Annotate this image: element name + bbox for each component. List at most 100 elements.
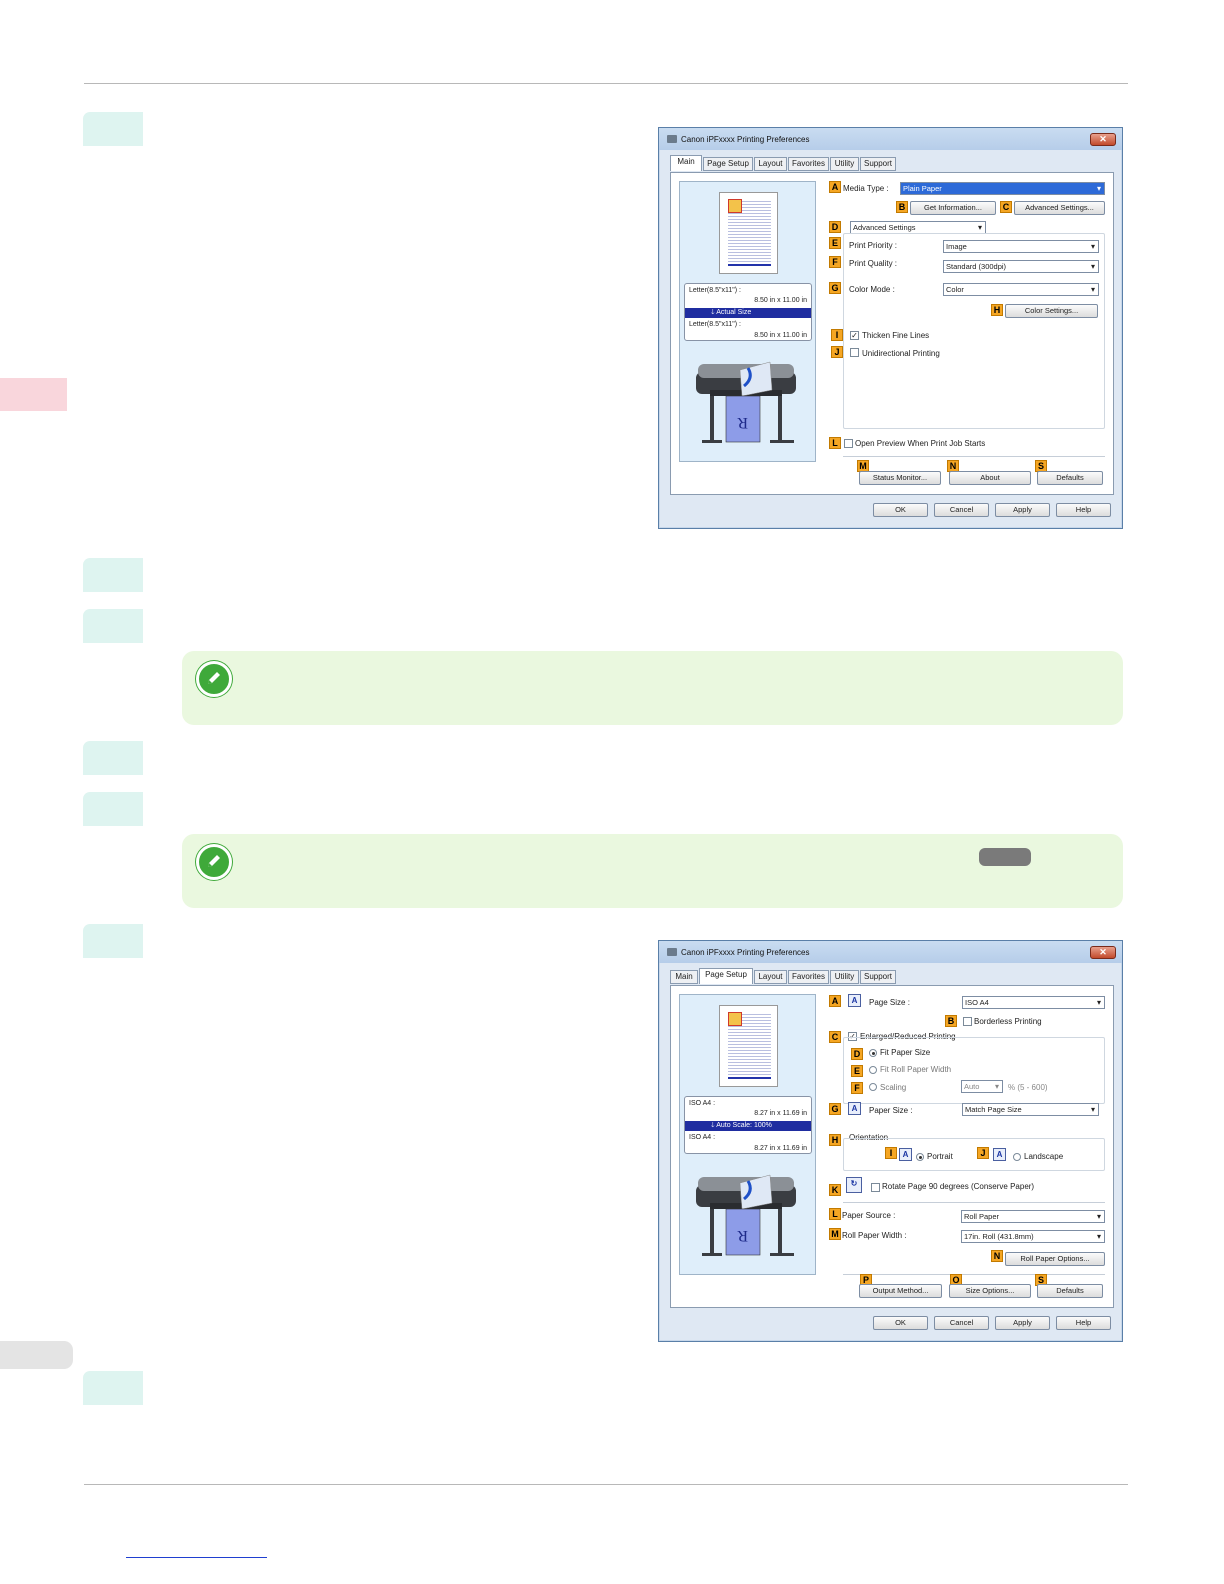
close-button[interactable]: ✕	[1090, 133, 1116, 146]
open-preview-checkbox[interactable]	[844, 439, 853, 448]
defaults-button[interactable]: Defaults	[1037, 471, 1103, 485]
printer-icon	[667, 135, 677, 143]
footer-link[interactable]	[126, 1557, 267, 1558]
page-side-tab[interactable]	[0, 1341, 73, 1369]
dialog-title: Canon iPFxxxx Printing Preferences	[681, 948, 810, 957]
callout-a: A	[829, 995, 841, 1007]
roll-paper-options-button[interactable]: Roll Paper Options...	[1005, 1252, 1105, 1266]
page-size-select[interactable]: ISO A4	[962, 996, 1105, 1009]
advanced-settings-button[interactable]: Advanced Settings...	[1014, 201, 1105, 215]
apply-button[interactable]: Apply	[995, 1316, 1050, 1330]
enlarged-reduced-checkbox[interactable]: ✓	[848, 1032, 857, 1041]
settings-preview: ISO A4 : 8.27 in x 11.69 in 🡓 Auto Scale…	[679, 994, 816, 1275]
fit-paper-size-radio[interactable]	[869, 1049, 877, 1057]
color-settings-button[interactable]: Color Settings...	[1005, 304, 1098, 318]
portrait-radio[interactable]	[916, 1153, 924, 1161]
callout-c: C	[1000, 201, 1012, 213]
size-options-button[interactable]: Size Options...	[949, 1284, 1031, 1298]
tab-utility[interactable]: Utility	[830, 157, 859, 171]
note-box	[182, 651, 1123, 725]
fit-paper-size-label: Fit Paper Size	[880, 1048, 931, 1057]
image-thumbnail-icon	[728, 199, 742, 213]
tab-main[interactable]: Main	[670, 155, 702, 171]
output-size-name: ISO A4 :	[689, 1134, 716, 1141]
scaling-stepper[interactable]: Auto	[961, 1080, 1003, 1093]
media-type-select[interactable]: Plain Paper	[900, 182, 1105, 195]
roll-paper-width-select[interactable]: 17in. Roll (431.8mm)	[961, 1230, 1105, 1243]
tab-utility[interactable]: Utility	[830, 970, 859, 984]
reference-link-pill[interactable]	[979, 848, 1031, 866]
print-priority-select[interactable]: Image	[943, 240, 1099, 253]
fit-roll-paper-width-label: Fit Roll Paper Width	[880, 1065, 952, 1074]
print-quality-select[interactable]: Standard (300dpi)	[943, 260, 1099, 273]
callout-d: D	[851, 1048, 863, 1060]
borderless-printing-checkbox[interactable]	[963, 1017, 972, 1026]
callout-g: G	[829, 282, 841, 294]
help-button[interactable]: Help	[1056, 503, 1111, 517]
printer-illustration: R	[696, 1174, 796, 1256]
scale-label: Auto Scale: 100%	[716, 1122, 772, 1129]
status-monitor-button[interactable]: Status Monitor...	[859, 471, 941, 485]
tab-support[interactable]: Support	[860, 157, 896, 171]
pencil-icon	[196, 661, 232, 697]
paper-size-label: Paper Size :	[869, 1106, 913, 1115]
help-button[interactable]: Help	[1056, 1316, 1111, 1330]
ok-button[interactable]: OK	[873, 503, 928, 517]
title-bar: Canon iPFxxxx Printing Preferences ✕	[659, 941, 1122, 963]
tab-page-setup[interactable]: Page Setup	[699, 968, 753, 984]
callout-g: G	[829, 1103, 841, 1115]
callout-d: D	[829, 221, 841, 233]
paper-size-select[interactable]: Match Page Size	[962, 1103, 1099, 1116]
scale-label: Actual Size	[716, 309, 752, 316]
tab-favorites[interactable]: Favorites	[788, 970, 829, 984]
about-button[interactable]: About	[949, 471, 1031, 485]
scaling-label: Scaling	[880, 1083, 907, 1092]
paper-source-select[interactable]: Roll Paper	[961, 1210, 1105, 1223]
page-size-icon: A	[848, 994, 861, 1007]
cancel-button[interactable]: Cancel	[934, 1316, 989, 1330]
close-button[interactable]: ✕	[1090, 946, 1116, 959]
tab-favorites[interactable]: Favorites	[788, 157, 829, 171]
callout-e: E	[829, 237, 841, 249]
cancel-button[interactable]: Cancel	[934, 503, 989, 517]
defaults-button[interactable]: Defaults	[1037, 1284, 1103, 1298]
landscape-radio[interactable]	[1013, 1153, 1021, 1161]
portrait-icon: A	[899, 1148, 912, 1161]
color-mode-select[interactable]: Color	[943, 283, 1099, 296]
settings-preview: Letter(8.5"x11") : 8.50 in x 11.00 in 🡓 …	[679, 181, 816, 462]
svg-text:R: R	[737, 1227, 748, 1244]
fit-roll-paper-width-radio[interactable]	[869, 1066, 877, 1074]
down-arrow-icon: 🡓	[711, 309, 717, 316]
output-size-dims: 8.27 in x 11.69 in	[754, 1145, 807, 1152]
orientation-label: Orientation	[849, 1133, 889, 1142]
original-size-dims: 8.50 in x 11.00 in	[754, 297, 807, 304]
tab-main[interactable]: Main	[670, 970, 698, 984]
print-quality-label: Print Quality :	[849, 259, 898, 268]
size-summary: ISO A4 : 8.27 in x 11.69 in 🡓 Auto Scale…	[684, 1096, 812, 1154]
output-size-name: Letter(8.5"x11") :	[689, 321, 741, 328]
callout-l: L	[829, 437, 841, 449]
printer-icon	[667, 948, 677, 956]
scaling-radio[interactable]	[869, 1083, 877, 1091]
tab-layout[interactable]: Layout	[754, 157, 787, 171]
callout-h: H	[991, 304, 1003, 316]
landscape-label: Landscape	[1024, 1152, 1064, 1161]
ok-button[interactable]: OK	[873, 1316, 928, 1330]
tab-page-setup[interactable]: Page Setup	[703, 157, 753, 171]
unidirectional-printing-checkbox[interactable]	[850, 348, 859, 357]
scaling-range-label: % (5 - 600)	[1008, 1083, 1048, 1092]
original-size-name: Letter(8.5"x11") :	[689, 287, 741, 294]
tab-support[interactable]: Support	[860, 970, 896, 984]
pencil-icon	[196, 844, 232, 880]
tab-layout[interactable]: Layout	[754, 970, 787, 984]
thicken-fine-lines-checkbox[interactable]: ✓	[850, 331, 859, 340]
get-information-button[interactable]: Get Information...	[910, 201, 996, 215]
roll-paper-width-label: Roll Paper Width :	[842, 1231, 907, 1240]
step-box	[83, 609, 143, 643]
rotate-page-checkbox[interactable]	[871, 1183, 880, 1192]
chapter-side-tab[interactable]	[0, 378, 67, 411]
apply-button[interactable]: Apply	[995, 503, 1050, 517]
callout-j: J	[831, 346, 843, 358]
step-box	[83, 741, 143, 775]
output-method-button[interactable]: Output Method...	[859, 1284, 942, 1298]
